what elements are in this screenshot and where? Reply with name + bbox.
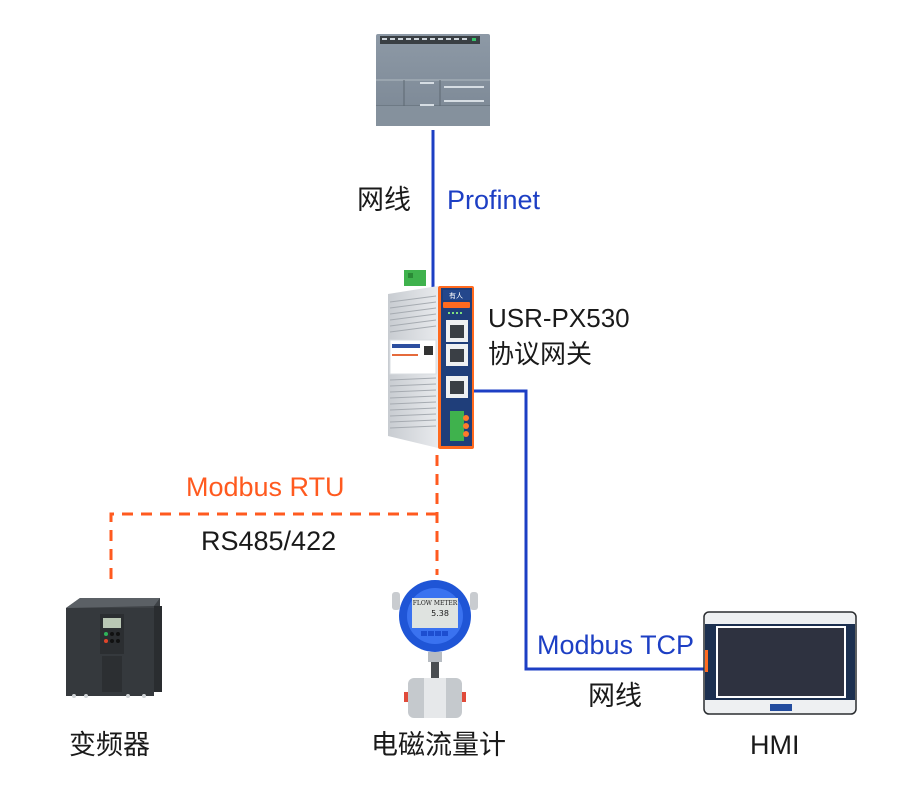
gateway-model-label: USR-PX530: [488, 303, 630, 333]
plc-device-icon: [376, 34, 490, 126]
vfd-label: 变频器: [69, 730, 150, 760]
profinet-medium-label: 网线: [357, 185, 411, 215]
modbus-tcp-label: Modbus TCP: [537, 630, 695, 660]
flowmeter-label: 电磁流量计: [371, 730, 506, 760]
hmi-device: [702, 610, 858, 718]
vfd-device: [60, 592, 166, 704]
rs485-label: RS485/422: [201, 526, 337, 556]
gateway-name-label: 协议网关: [488, 339, 593, 369]
flow-meter-icon: FLOW METER 5.38: [392, 580, 478, 718]
hmi-medium-label: 网线: [588, 681, 642, 711]
modbus-rtu-label: Modbus RTU: [186, 472, 345, 502]
rtu-vfd-line: [109, 512, 437, 582]
modbus-tcp-line: [473, 389, 705, 671]
hmi-panel-icon: [703, 611, 857, 715]
profinet-protocol-label: Profinet: [447, 185, 541, 215]
frequency-inverter-icon: [66, 598, 162, 698]
flowmeter-screen-title: FLOW METER: [413, 600, 458, 607]
hmi-label: HMI: [750, 730, 800, 760]
flowmeter-device: FLOW METER 5.38: [390, 578, 480, 723]
gateway-device-icon: 有人: [388, 270, 474, 449]
plc-device: [372, 30, 494, 130]
gateway-brand: 有人: [449, 291, 463, 300]
gateway-device: 有人: [380, 268, 476, 453]
flowmeter-screen-value: 5.38: [431, 609, 449, 618]
